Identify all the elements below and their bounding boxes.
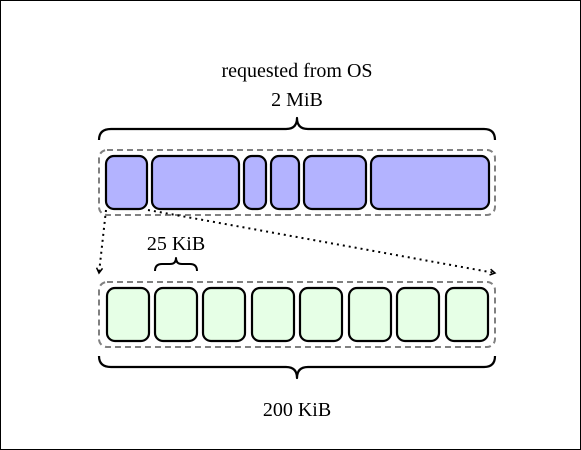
unit-size-label: 25 KiB [147,233,205,255]
large-blocks-group [104,154,491,211]
large-block [104,154,149,211]
large-block [242,154,268,211]
large-block [302,154,368,211]
dotted-arrow-left [95,209,107,275]
total-size-label: 2 MiB [271,89,323,111]
requested-from-os-label: requested from OS [221,60,372,82]
pool-size-label: 200 KiB [263,399,331,421]
bottom-brace [97,355,497,380]
small-block [298,286,344,343]
small-block [250,286,296,343]
large-block [269,154,301,211]
small-block [444,286,490,343]
small-block [105,286,151,343]
small-block [347,286,393,343]
small-block [153,286,199,343]
pool-container [98,281,496,348]
large-block [369,154,491,211]
small-blocks-group [105,286,490,343]
top-brace [97,116,497,141]
large-block [150,154,241,211]
unit-brace [154,257,198,272]
small-block [395,286,441,343]
small-block [201,286,247,343]
requested-memory-container [98,149,496,216]
